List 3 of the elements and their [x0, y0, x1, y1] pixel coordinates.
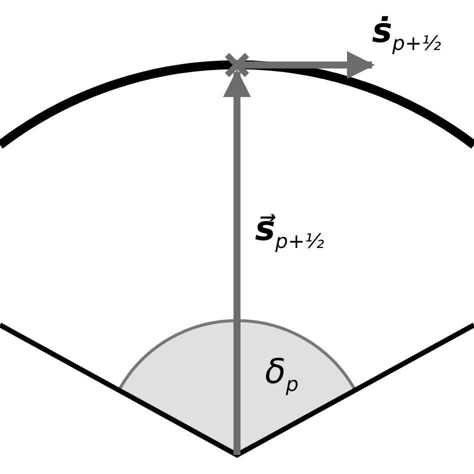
vector-label: ṡ$_{p+½}$	[372, 14, 442, 53]
vector-label: s⃗$_{p+½}$	[255, 212, 324, 251]
angle-label: δ$_{p}$	[265, 355, 299, 394]
